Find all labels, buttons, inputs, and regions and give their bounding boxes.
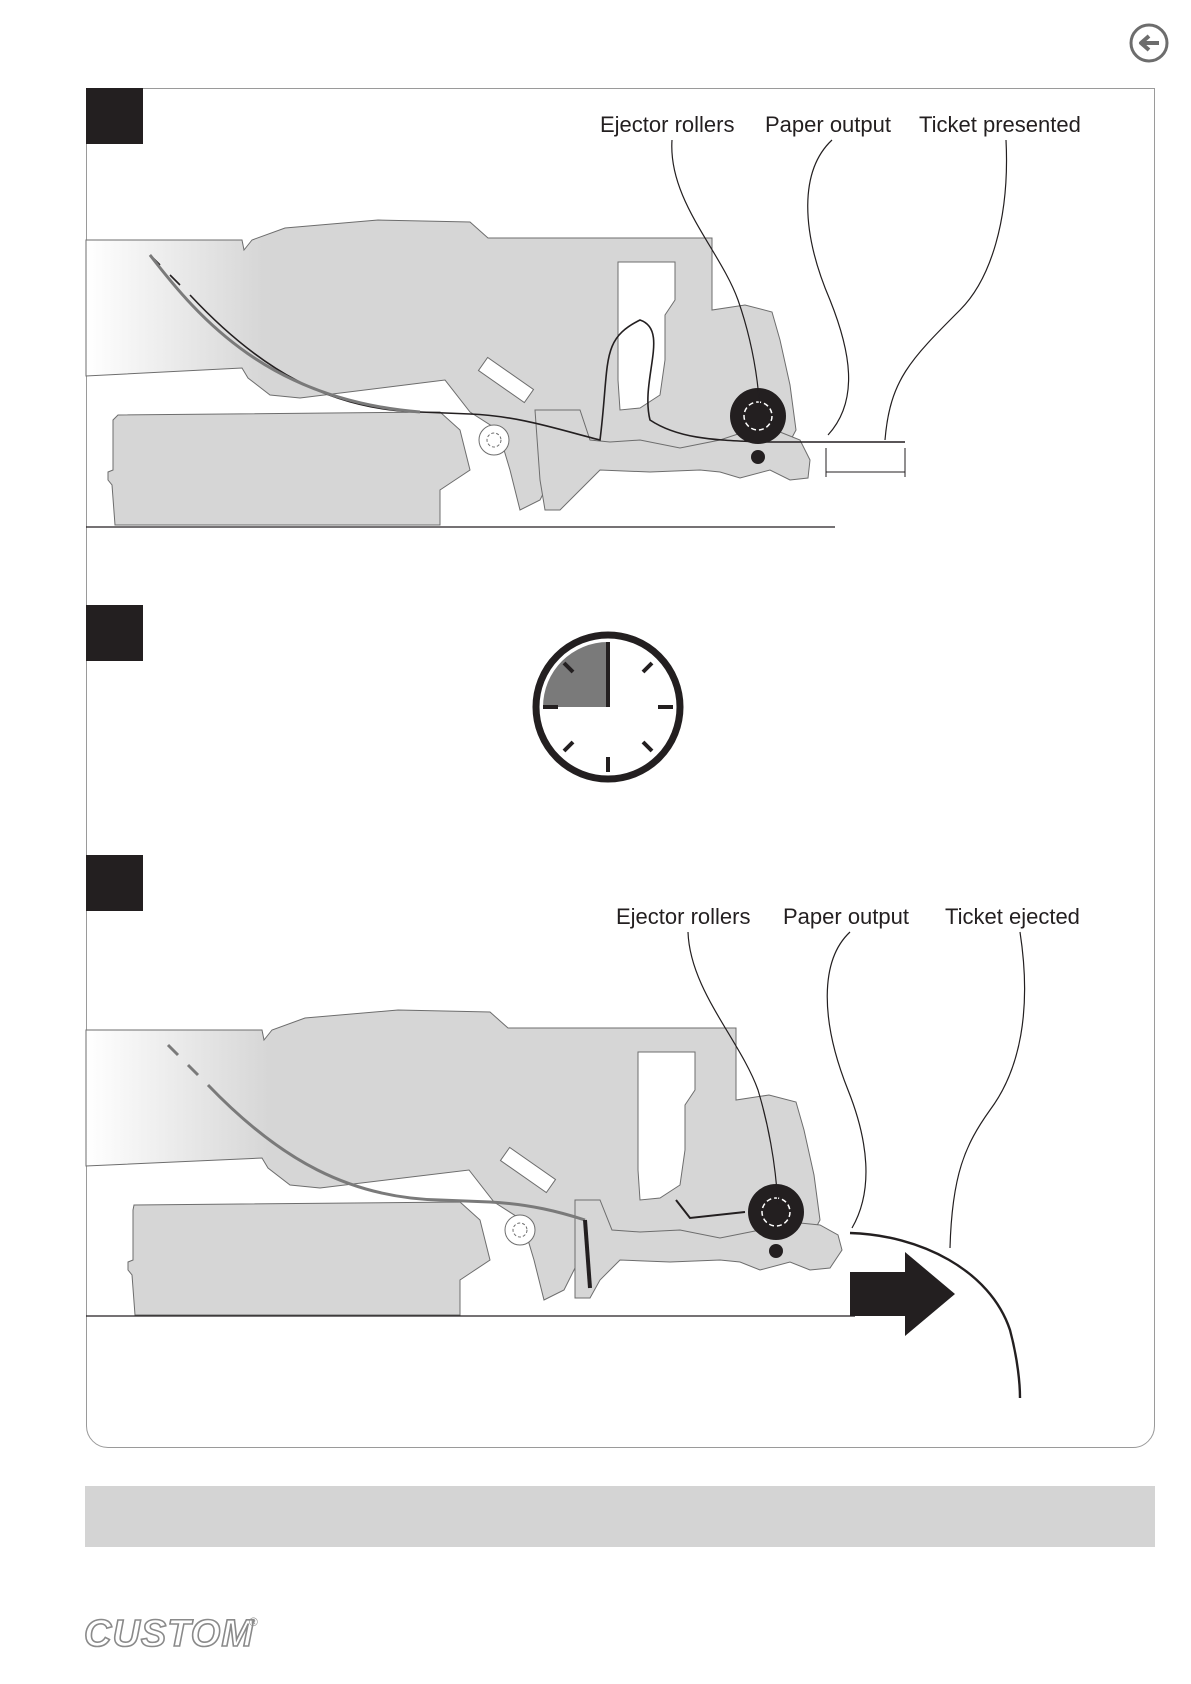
logo-text: CUSTOM [84,1613,254,1654]
footer-banner [85,1486,1155,1547]
printer-step-1 [86,140,1007,527]
printer-step-3 [86,932,1025,1398]
clock-icon [536,635,680,779]
arrow-right-icon [850,1252,955,1336]
logo-registered-mark: ® [249,1615,258,1629]
